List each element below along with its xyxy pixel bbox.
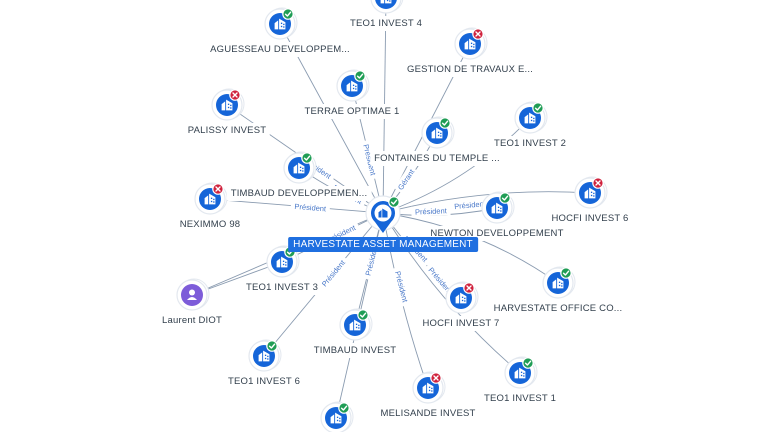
node-teo1-invest-2[interactable] [514, 101, 548, 134]
building-icon [514, 367, 526, 379]
node-label-teo1-invest-6: TEO1 INVEST 6 [223, 374, 305, 389]
edge-label-newton-developpement: Président [411, 205, 451, 217]
node-timbaud-invest[interactable] [339, 308, 373, 341]
check-status-icon [499, 192, 511, 204]
check-status-icon [560, 267, 572, 279]
svg-text:Président: Président [320, 258, 348, 289]
check-status-icon [532, 102, 544, 114]
cross-status-icon [463, 282, 475, 294]
person-icon [187, 289, 197, 300]
node-hocfi-invest-6[interactable] [574, 176, 608, 209]
building-icon [380, 0, 392, 4]
cross-status-icon [592, 177, 604, 189]
center-node[interactable] [365, 195, 401, 233]
check-status-icon [388, 196, 400, 208]
check-status-icon [266, 340, 278, 352]
node-neximmo-98[interactable] [194, 182, 228, 215]
check-status-icon [522, 357, 534, 369]
node-label-teo1-invest-1: TEO1 INVEST 1 [479, 391, 561, 406]
node-label-hocfi-invest-7: HOCFI INVEST 7 [418, 316, 504, 331]
check-status-icon [282, 8, 294, 20]
node-label-terrae-optimae-1: TERRAE OPTIMAE 1 [300, 104, 404, 119]
node-timbaud-developpement[interactable] [283, 151, 317, 184]
svg-text:Président: Président [393, 270, 410, 304]
svg-text:Président: Président [415, 206, 448, 216]
cross-status-icon [472, 28, 484, 40]
building-icon [584, 187, 596, 199]
svg-text:Président: Président [294, 202, 327, 214]
node-harvestate-office[interactable] [542, 266, 576, 299]
node-gestion-travaux[interactable] [454, 27, 488, 60]
node-label-hocfi-invest-6: HOCFI INVEST 6 [547, 211, 633, 226]
node-label-laurent-diot: Laurent DIOT [158, 313, 226, 328]
cross-status-icon [430, 372, 442, 384]
node-label-timbaud-invest: TIMBAUD INVEST [309, 343, 401, 358]
node-label-gestion-travaux: GESTION DE TRAVAUX E... [402, 62, 538, 77]
building-icon [431, 127, 443, 139]
node-laurent-diot[interactable] [176, 278, 210, 311]
node-aguesseau[interactable] [264, 7, 298, 40]
node-fontaines-temple[interactable] [421, 116, 455, 149]
node-label-timbaud-developpement: TIMBAUD DEVELOPPEMEN... [226, 186, 372, 201]
node-label-palissy-invest: PALISSY INVEST [183, 123, 271, 138]
node-teo1-invest-3[interactable] [266, 245, 300, 278]
edge-label-neximmo-98: Président [290, 200, 331, 214]
node-label-teo1-invest-3: TEO1 INVEST 3 [241, 280, 323, 295]
node-label-teo1-invest-4: TEO1 INVEST 4 [345, 16, 427, 31]
edge-teo1-invest-2 [382, 117, 531, 214]
node-label-teo1-invest-2: TEO1 INVEST 2 [489, 136, 571, 151]
building-icon [455, 292, 467, 304]
edge-label-melisande-invest: Président [392, 266, 412, 307]
node-label-harvestate-office: HARVESTATE OFFICE CO... [489, 301, 627, 316]
node-teo1-invest-4[interactable] [370, 0, 404, 14]
check-status-icon [301, 152, 313, 164]
node-label-neximmo-98: NEXIMMO 98 [175, 217, 245, 232]
check-status-icon [357, 309, 369, 321]
check-status-icon [338, 402, 350, 414]
node-label-fontaines-temple: FONTAINES DU TEMPLE ... [370, 151, 504, 166]
building-icon [378, 208, 388, 218]
center-node-label: HARVESTATE ASSET MANAGEMENT [288, 237, 478, 252]
edge-hocfi-invest-6 [382, 191, 591, 214]
building-icon [221, 99, 233, 111]
svg-text:Président: Président [454, 199, 487, 211]
node-hocfi-invest-7[interactable] [445, 281, 479, 314]
edge-label-hocfi-invest-6: Président [449, 197, 490, 212]
check-status-icon [439, 117, 451, 129]
nodes-layer [176, 0, 608, 432]
node-melisande-invest[interactable] [412, 371, 446, 404]
node-bottom-partial[interactable] [320, 401, 354, 432]
building-icon [552, 277, 564, 289]
node-teo1-invest-6[interactable] [248, 339, 282, 372]
node-label-melisande-invest: MELISANDE INVEST [376, 406, 480, 421]
node-palissy-invest[interactable] [211, 88, 245, 121]
cross-status-icon [212, 183, 224, 195]
edge-teo1-invest-1 [382, 212, 521, 374]
node-teo1-invest-1[interactable] [504, 356, 538, 389]
cross-status-icon [229, 89, 241, 101]
building-icon [204, 193, 216, 205]
node-label-aguesseau: AGUESSEAU DEVELOPPEM... [206, 42, 354, 57]
check-status-icon [354, 70, 366, 82]
node-terrae-optimae-1[interactable] [336, 69, 370, 102]
building-icon [524, 112, 536, 124]
node-newton-developpement[interactable] [481, 191, 515, 224]
